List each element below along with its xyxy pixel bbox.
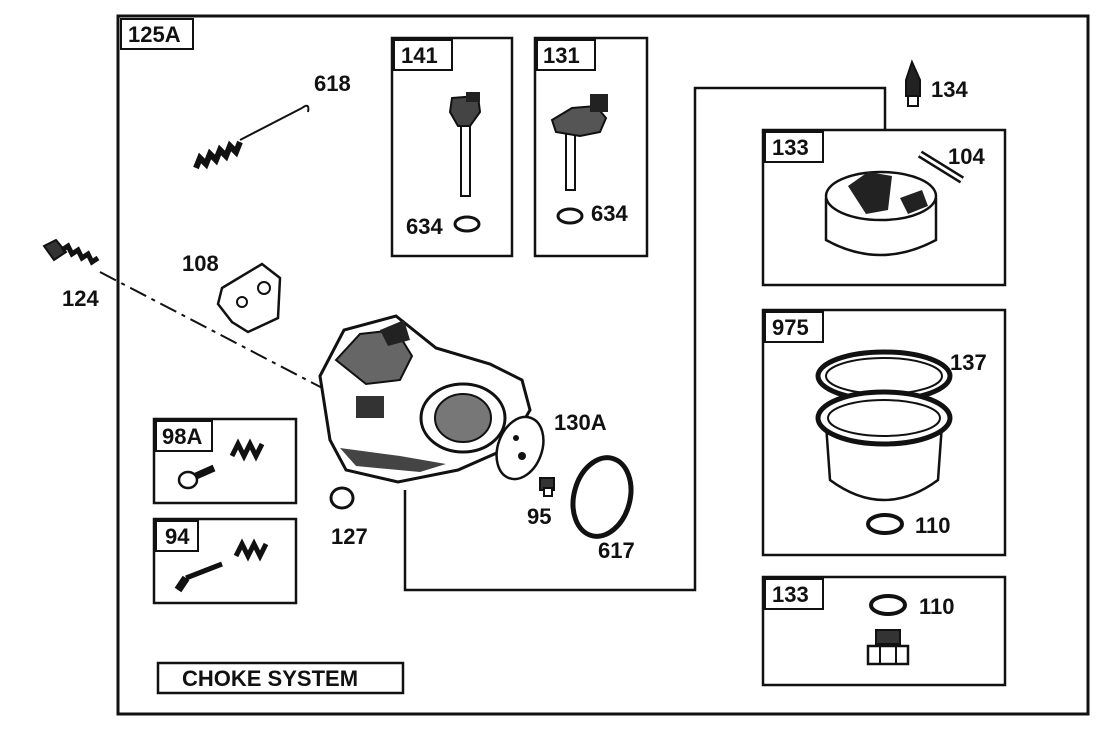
hinge-pin-icon	[917, 150, 965, 184]
carburetor-body-icon	[318, 314, 532, 484]
outer-tag-box	[120, 18, 194, 50]
box-94: 94	[152, 517, 298, 605]
governor-spring-icon	[193, 104, 310, 170]
part-108: 108	[182, 251, 219, 276]
washer-icon	[453, 215, 481, 233]
float-icon	[824, 170, 938, 257]
part-618: 618	[314, 71, 351, 96]
part-134: 134	[931, 77, 968, 102]
part-130A: 130A	[554, 410, 607, 435]
box-133-bottom-part-110: 110	[919, 594, 955, 619]
box-94-tag: 94	[165, 524, 190, 549]
box-131-part-634: 634	[591, 201, 628, 226]
routing-line	[403, 86, 887, 592]
part-95: 95	[527, 504, 551, 529]
spring-icon	[233, 538, 269, 562]
washer-icon	[556, 207, 584, 225]
box-98A-tag: 98A	[162, 424, 202, 449]
box-133-top-tag: 133	[772, 135, 809, 160]
spring-icon	[229, 438, 265, 462]
box-133-bottom: 133 110	[761, 575, 1007, 687]
large-o-ring-icon	[570, 455, 634, 539]
outer-tag: 125A	[128, 22, 181, 47]
bolt-leader-line	[99, 271, 331, 393]
title-box	[156, 661, 405, 695]
throttle-shaft-icon	[448, 92, 482, 197]
box-141-part-634: 634	[406, 214, 443, 239]
box-131-tag: 131	[543, 43, 580, 68]
part-617: 617	[598, 538, 635, 563]
box-141-tag: 141	[401, 43, 438, 68]
box-131: 131 634	[533, 36, 649, 258]
needle-screw-icon	[174, 561, 223, 593]
part-127: 127	[331, 524, 368, 549]
inlet-needle-icon	[905, 59, 921, 107]
float-bowl-icon	[815, 389, 953, 502]
choke-shaft-icon	[550, 94, 608, 191]
screw-icon	[539, 477, 555, 497]
washer-icon	[869, 594, 907, 616]
screw-icon	[177, 464, 216, 490]
plate-icon	[495, 415, 545, 481]
choke-plate-icon	[216, 262, 282, 334]
box-975-part-137: 137	[950, 350, 987, 375]
box-133-top-part-104: 104	[948, 144, 985, 169]
box-975-tag: 975	[772, 315, 809, 340]
box-98A: 98A	[152, 417, 298, 505]
diagram-title: CHOKE SYSTEM	[182, 666, 358, 691]
box-133-bottom-tag: 133	[772, 582, 809, 607]
box-975: 975 137 110	[761, 308, 1007, 557]
o-ring-icon	[329, 486, 355, 510]
bolt-icon	[42, 238, 100, 266]
washer-icon	[866, 513, 904, 535]
box-141: 141 634	[390, 36, 514, 258]
part-124: 124	[62, 286, 99, 311]
box-133-top: 133 104	[761, 128, 1007, 287]
box-975-part-110: 110	[915, 513, 951, 538]
bowl-nut-icon	[866, 629, 910, 666]
